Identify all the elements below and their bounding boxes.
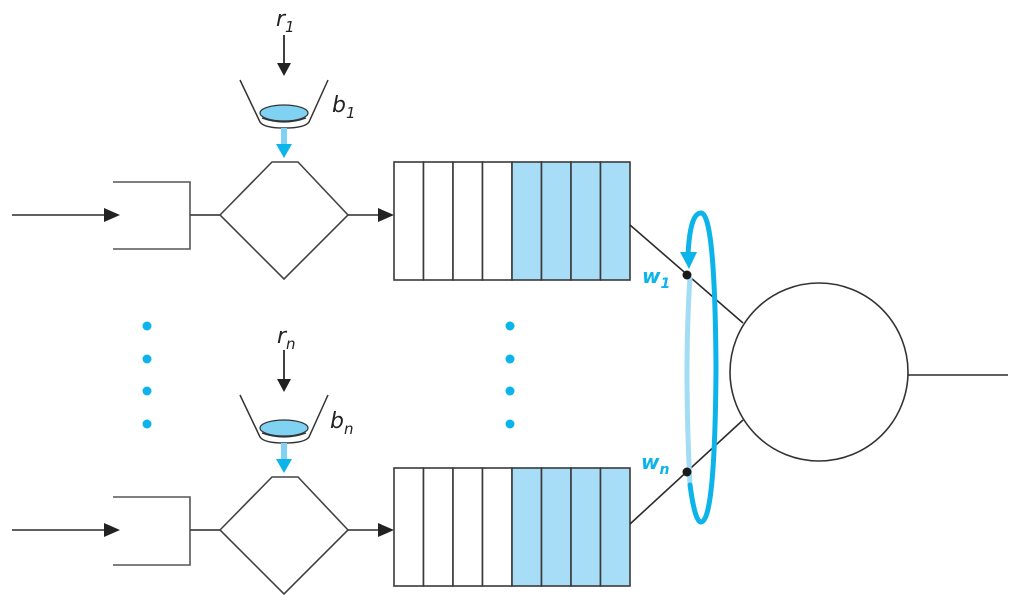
queue-1	[393, 161, 631, 281]
round-robin-ring-icon	[680, 210, 719, 525]
flow-1: r1 b1	[12, 7, 744, 324]
queue-slot-filled	[599, 467, 631, 587]
token-disk-icon	[259, 419, 309, 437]
rate-label-rn: rn	[277, 324, 296, 353]
token-flow-arrow-icon	[276, 443, 292, 473]
to-queue-arrow-icon	[348, 208, 394, 222]
token-flow-arrow-icon	[276, 128, 292, 158]
server-circle	[729, 282, 909, 462]
flow-n: rn bn	[12, 324, 744, 596]
queue-slot-filled	[511, 161, 543, 281]
queue-slot-empty	[452, 467, 484, 587]
token-disk-icon	[259, 104, 309, 122]
token-regulator-diamond	[218, 476, 350, 596]
input-arrow-icon	[12, 208, 120, 222]
ellipsis-dots-left	[142, 321, 152, 429]
weight-label-w1: w1	[642, 264, 670, 292]
classifier-bracket	[113, 496, 191, 566]
queue-slot-filled	[511, 467, 543, 587]
queue-slot-filled	[540, 467, 572, 587]
queue-n	[393, 467, 631, 587]
input-arrow-icon	[12, 523, 120, 537]
rate-arrow-icon	[277, 35, 291, 76]
bucket-label-b1: b1	[332, 93, 356, 122]
weight-label-wn: wn	[641, 450, 669, 478]
weight-point-wn	[682, 467, 692, 477]
queue-slot-empty	[452, 161, 484, 281]
queue-slot-empty	[422, 467, 454, 587]
ellipsis-dots-middle	[505, 321, 515, 429]
queue-slot-empty	[393, 467, 425, 587]
queue-slot-empty	[422, 161, 454, 281]
weight-point-w1	[682, 270, 692, 280]
bucket-label-bn: bn	[330, 409, 353, 438]
classifier-bracket	[113, 181, 191, 250]
rate-label-r1: r1	[276, 7, 295, 36]
queue-slot-filled	[570, 467, 602, 587]
queue-slot-filled	[599, 161, 631, 281]
queue-slot-empty	[481, 161, 513, 281]
to-queue-arrow-icon	[348, 523, 394, 537]
token-regulator-diamond	[218, 161, 350, 281]
queue-slot-empty	[481, 467, 513, 587]
queue-slot-empty	[393, 161, 425, 281]
queue-slot-filled	[540, 161, 572, 281]
rate-arrow-icon	[277, 350, 291, 392]
queue-slot-filled	[570, 161, 602, 281]
